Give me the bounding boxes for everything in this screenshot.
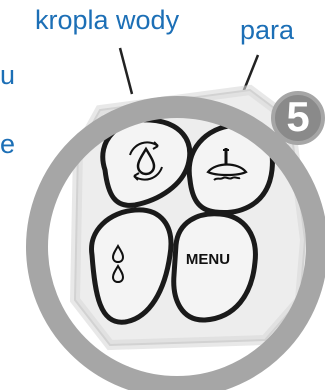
step-number: 5: [280, 96, 316, 138]
leader-line-kropla-wody: [120, 48, 132, 94]
menu-button-label: MENU: [178, 252, 238, 267]
